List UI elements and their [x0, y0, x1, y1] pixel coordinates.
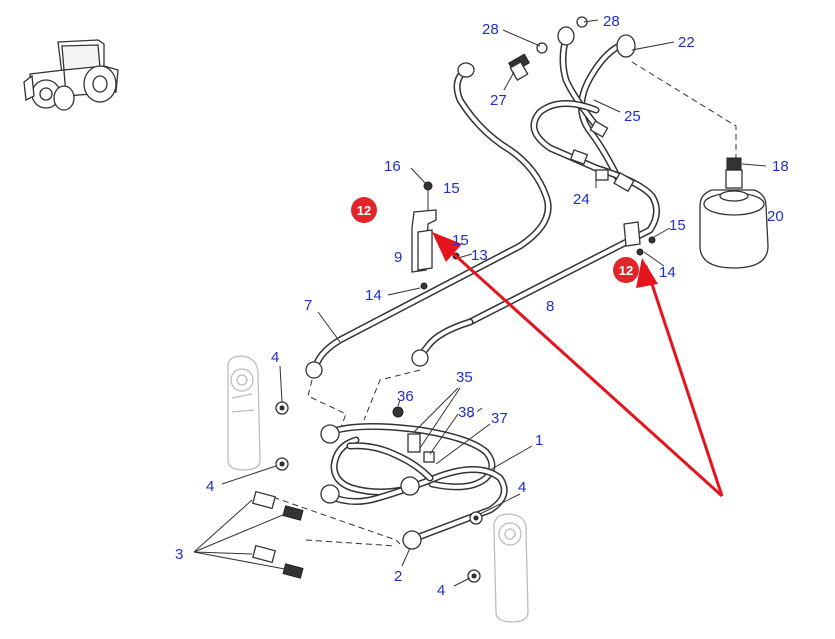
callout-16: 16 [384, 158, 401, 175]
leader-lines [193, 19, 767, 587]
washers-4 [275, 401, 483, 583]
callout-4: 4 [437, 582, 445, 599]
callout-38: 38 [458, 404, 475, 421]
callout-14: 14 [365, 287, 382, 304]
right-lift-arm [493, 513, 529, 623]
badge-label: 12 [619, 263, 633, 278]
callout-20: 20 [767, 208, 784, 225]
callout-14: 14 [659, 264, 676, 281]
badge-12-left: 12 [351, 197, 377, 223]
callout-15: 15 [669, 217, 686, 234]
callout-28: 28 [603, 13, 620, 30]
callout-35: 35 [456, 369, 473, 386]
callout-28: 28 [482, 21, 499, 38]
callout-3: 3 [175, 546, 183, 563]
callout-18: 18 [772, 158, 789, 175]
callout-24: 24 [573, 191, 590, 208]
reference-lines [263, 61, 737, 547]
badge-12-right: 12 [613, 257, 639, 283]
adapters-3 [251, 490, 304, 579]
pipe-8 [411, 318, 474, 367]
callout-9: 9 [394, 249, 402, 266]
arrowhead-right [636, 258, 658, 288]
callout-37: 37 [491, 410, 508, 427]
callout-2: 2 [394, 568, 402, 585]
callout-labels: 28 28 22 27 25 18 16 15 24 20 15 13 15 9… [175, 13, 789, 599]
badge-label: 12 [357, 203, 371, 218]
callout-25: 25 [624, 108, 641, 125]
arrowhead-left [432, 232, 462, 262]
callout-27: 27 [490, 92, 507, 109]
upper-pipe-assembly [466, 16, 660, 326]
callout-15: 15 [452, 232, 469, 249]
callout-8: 8 [546, 298, 554, 315]
callout-4: 4 [271, 349, 279, 366]
left-lift-arm [227, 355, 261, 471]
highlight-arrows [432, 232, 724, 498]
callout-4: 4 [206, 478, 214, 495]
callout-7: 7 [304, 297, 312, 314]
clamp-right [623, 221, 656, 256]
accumulator-part [699, 157, 769, 269]
callout-22: 22 [678, 34, 695, 51]
callout-4: 4 [518, 479, 526, 496]
callout-15: 15 [443, 180, 460, 197]
callout-13: 13 [471, 247, 488, 264]
callout-1: 1 [535, 432, 543, 449]
callout-36: 36 [397, 388, 414, 405]
tractor-icon [23, 39, 119, 111]
lower-pipe-assembly [320, 406, 508, 550]
